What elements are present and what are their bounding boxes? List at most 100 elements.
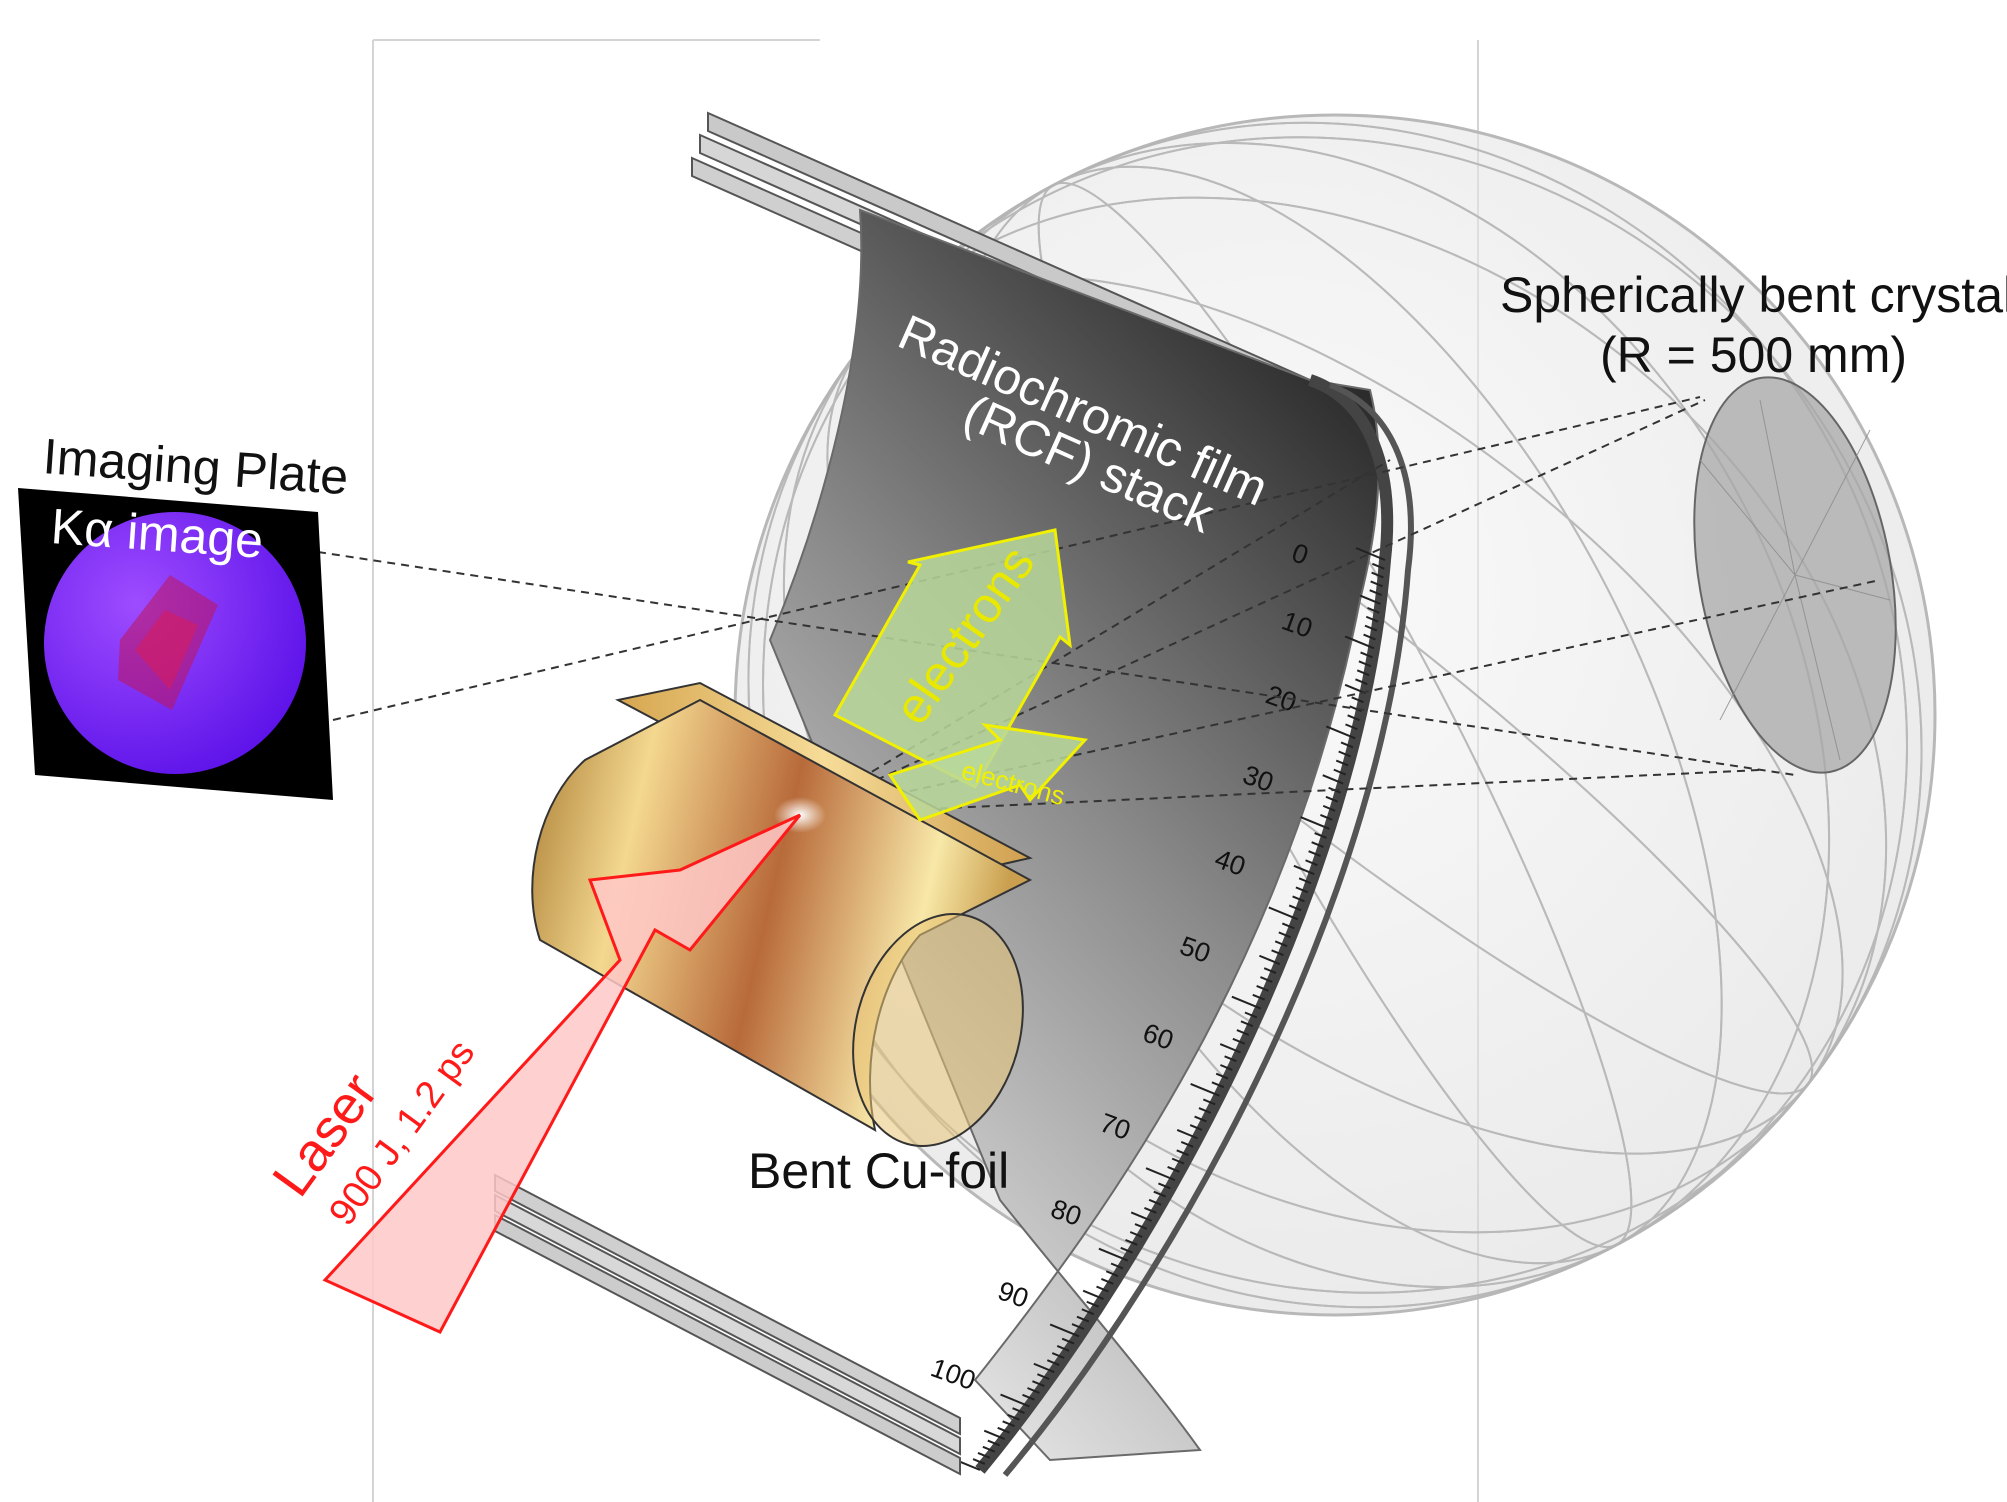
crystal-label-line2: (R = 500 mm) (1600, 327, 1907, 383)
scale-tick (1314, 832, 1327, 839)
scale-tick (1356, 669, 1370, 677)
angle-label: 100 (927, 1352, 980, 1396)
scale-tick (1148, 1198, 1162, 1206)
scale-tick (983, 1429, 1006, 1441)
imaging-plate-panel (18, 488, 333, 800)
scale-tick (1061, 1337, 1075, 1345)
scale-tick (1198, 1107, 1212, 1114)
scale-tick (1369, 589, 1382, 597)
scale-tick (1308, 850, 1321, 858)
scale-tick (1049, 1323, 1080, 1338)
scale-tick (1305, 859, 1318, 867)
scale-tick (1130, 1211, 1152, 1222)
crystal-label-line1: Spherically bent crystal (1500, 267, 2007, 323)
laser-beam (322, 813, 802, 1334)
scale-tick (1125, 1239, 1138, 1246)
scale-tick (1371, 571, 1384, 579)
scale-tick (1281, 922, 1295, 930)
scale-tick (1351, 696, 1364, 704)
scale-tick (1194, 1115, 1207, 1123)
scale-tick (1298, 877, 1312, 885)
scale-tick (1202, 1098, 1216, 1106)
scale-tick (1278, 931, 1292, 939)
scale-tick (1274, 940, 1288, 948)
scale-tick (1345, 723, 1358, 731)
scale-tick (1007, 1413, 1020, 1421)
scale-tick (1288, 904, 1302, 912)
scale-tick (1325, 795, 1339, 803)
scale-tick (1365, 615, 1379, 623)
scale-tick (1236, 1029, 1250, 1036)
scale-tick (1000, 1393, 1030, 1408)
scale-tick (1032, 1380, 1045, 1387)
scale-tick (1134, 1223, 1148, 1230)
scale-tick (1367, 606, 1380, 614)
scale-tick (1325, 725, 1356, 740)
scale-tick (1300, 816, 1330, 830)
scale-tick (997, 1426, 1010, 1434)
scale-tick (1320, 814, 1333, 821)
scale-tick (972, 1458, 986, 1465)
scale-tick (1349, 705, 1362, 713)
scale-tick (1190, 1082, 1220, 1097)
angle-label: 90 (994, 1275, 1032, 1313)
scale-tick (1071, 1323, 1085, 1330)
scale-tick (1220, 1064, 1233, 1071)
scale-tick (1240, 1020, 1254, 1028)
scale-tick (982, 1445, 996, 1453)
rcf-stack-bottom-plates (494, 1173, 961, 1476)
scale-tick (1002, 1420, 1015, 1428)
scale-tick (1037, 1373, 1050, 1381)
scale-tick (1259, 954, 1281, 966)
scale-tick (1022, 1393, 1035, 1401)
scale-tick (1231, 995, 1262, 1010)
scale-tick (1046, 1359, 1060, 1367)
scale-tick (1215, 1072, 1229, 1080)
scale-tick (1176, 1149, 1189, 1157)
scale-tick (1322, 804, 1336, 812)
scale-tick (1144, 1206, 1157, 1214)
scale-tick (1171, 1157, 1185, 1165)
scale-tick (1098, 1247, 1129, 1262)
scale-tick (1322, 774, 1344, 785)
scale-tick (1252, 993, 1266, 1001)
scale-tick (1359, 594, 1381, 605)
scale-tick (1145, 1167, 1176, 1182)
scale-tick (1244, 1011, 1258, 1019)
scale-tick (1232, 1037, 1246, 1045)
scale-tick (1158, 1182, 1171, 1190)
scale-tick (987, 1439, 1001, 1447)
scale-tick (1333, 768, 1347, 776)
scale-tick (1360, 651, 1373, 659)
scale-tick (1153, 1190, 1167, 1198)
scale-tick (1344, 635, 1375, 650)
scale-tick (1364, 624, 1378, 632)
scale-tick (1355, 547, 1386, 561)
scale-tick (977, 1452, 991, 1459)
scale-tick (1268, 906, 1299, 921)
scale-tick (1100, 1278, 1114, 1285)
scale-tick (1120, 1246, 1133, 1254)
scale-tick (1167, 1166, 1180, 1173)
scale-tick (1110, 1262, 1124, 1270)
scale-tick (1355, 678, 1368, 686)
rcf-curved-edge (950, 374, 1414, 1477)
scale-tick (1081, 1308, 1095, 1316)
scale-tick (1292, 895, 1305, 903)
scale-tick (1033, 1362, 1055, 1374)
scale-tick (1256, 985, 1269, 992)
scale-tick (1056, 1345, 1070, 1352)
scale-tick (1260, 976, 1273, 983)
rcf-film (768, 208, 1380, 1462)
scale-tick (1347, 714, 1360, 722)
scale-tick (1012, 1407, 1025, 1415)
scale-tick (1027, 1387, 1040, 1394)
scale-tick (1335, 759, 1349, 767)
scale-tick (1263, 967, 1277, 974)
scale-tick (1363, 633, 1376, 641)
scale-tick (1082, 1289, 1104, 1301)
scale-tick (1105, 1270, 1119, 1278)
scale-tick (1370, 580, 1383, 588)
cu-foil-label: Bent Cu-foil (748, 1143, 1009, 1199)
